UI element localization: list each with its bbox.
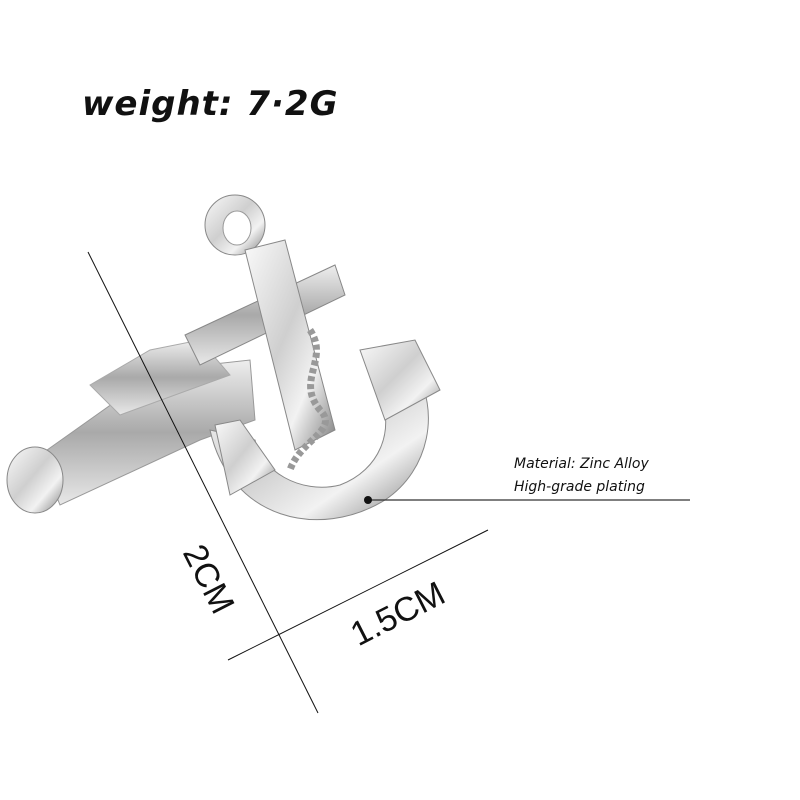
height-dimension-line [87, 251, 319, 714]
material-pointer-dot [364, 496, 372, 504]
anchor [184, 194, 441, 520]
cufflink-toggle [6, 339, 256, 514]
weight-label: weight: 7·2G [82, 84, 339, 124]
plating-label: High-grade plating [514, 479, 645, 495]
width-dimension-line [227, 529, 489, 661]
material-label: Material: Zinc Alloy [514, 456, 649, 472]
